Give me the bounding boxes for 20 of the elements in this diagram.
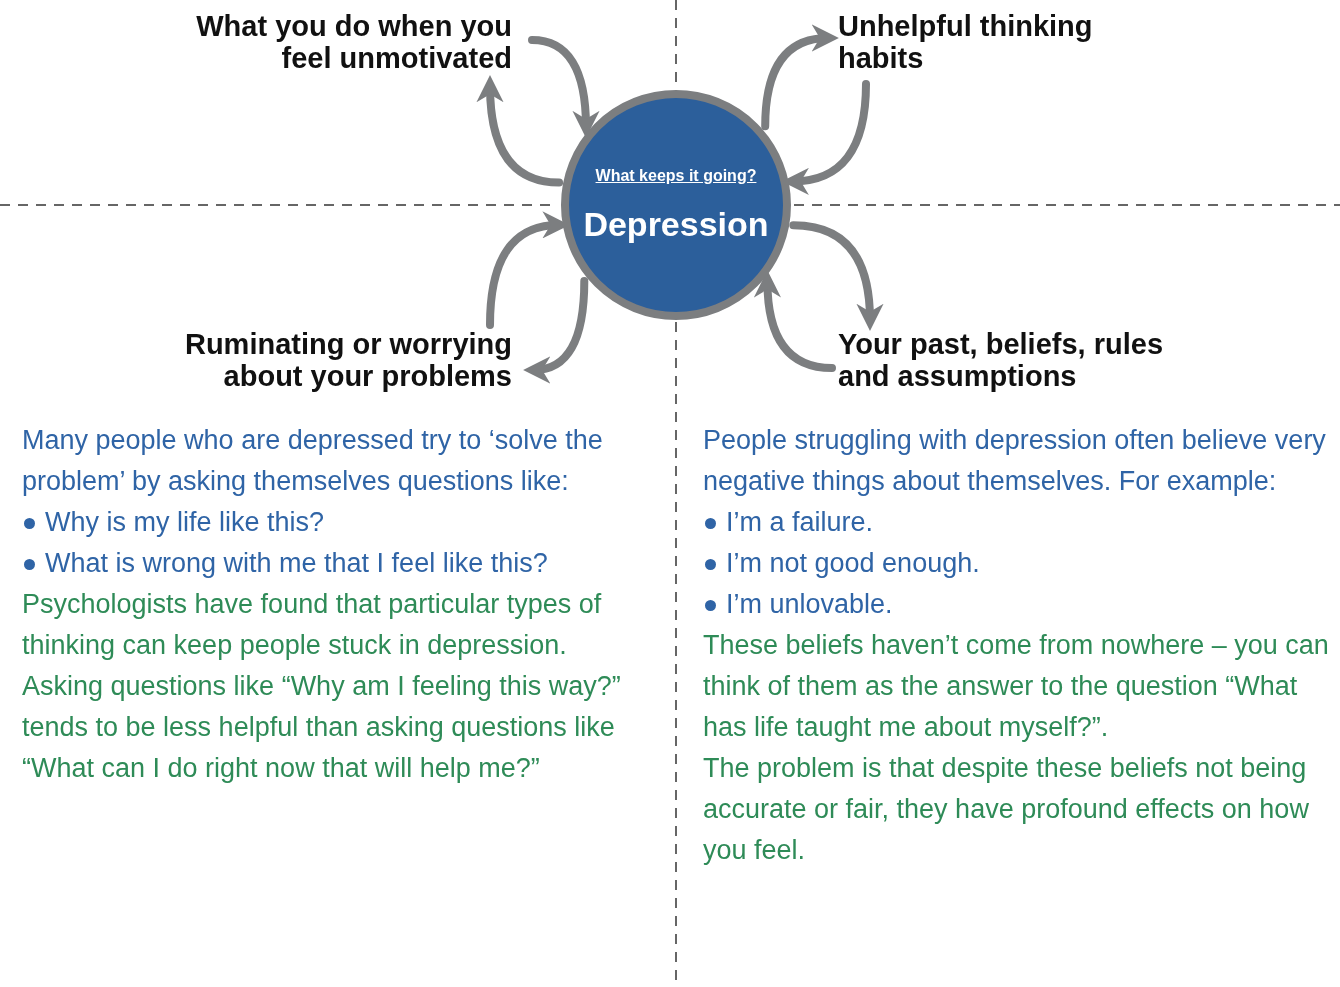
paragraph: The problem is that despite these beliefs not being accurate or fair, they have profound effects on how you feel. <box>703 752 1310 867</box>
circle-subtitle: What keeps it going? <box>595 166 757 185</box>
curved-arrow <box>523 276 589 383</box>
circle-title: Depression <box>583 204 769 244</box>
paragraph: Many people who are depressed try to ‘solve the problem’ by asking themselves questions like: <box>22 424 604 498</box>
bullet-text: I’m a failure. <box>726 506 874 539</box>
bullet-text: Why is my life like this? <box>45 506 325 539</box>
factor-heading: What you do when you feel unmotivated <box>180 10 512 74</box>
factor-heading: Unhelpful thinking habits <box>838 10 1158 74</box>
bullet-text: I’m unlovable. <box>726 588 893 621</box>
curved-arrow <box>761 25 839 131</box>
paragraph: Psychologists have found that particular types of thinking can keep people stuck in depression. Asking questions like “Why am I feeling this way?” tends to be less helpful than asking questions like “What can I do right now that will help me?” <box>22 588 622 785</box>
bullet-text: I’m not good enough. <box>726 547 980 580</box>
curved-arrow <box>476 75 564 187</box>
paragraph: People struggling with depression often believe very negative things about themselves. For example: <box>703 424 1327 498</box>
bullet-text: What is wrong with me that I feel like this? <box>45 547 548 580</box>
factor-heading: Ruminating or worrying about your problems <box>150 328 512 392</box>
paragraph: These beliefs haven’t come from nowhere – you can think of them as the answer to the question “What has life taught me about myself?”. <box>703 629 1330 744</box>
curved-arrow <box>789 221 883 331</box>
factor-heading: Your past, beliefs, rules and assumptions <box>838 328 1198 392</box>
